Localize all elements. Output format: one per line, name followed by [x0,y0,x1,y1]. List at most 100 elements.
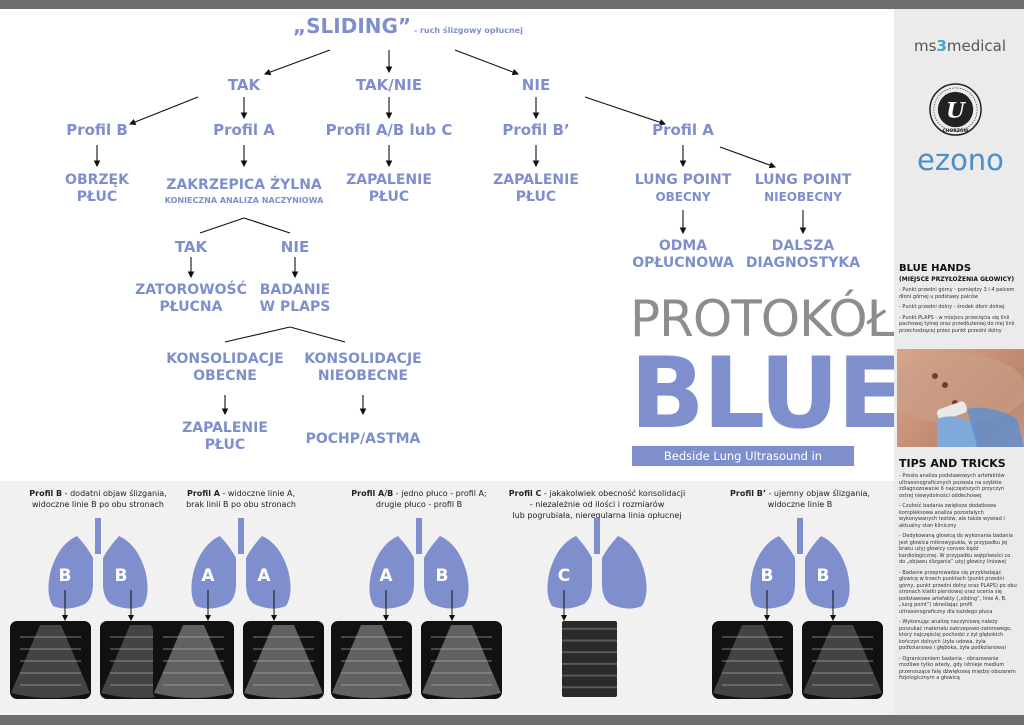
zakrzepica-subtext: KONIECZNA ANALIZA NACZYNIOWA [164,196,324,206]
line-1: ZAPALENIE [182,420,268,436]
profile-desc-line-2: brak linii B po obu stronach [186,499,296,509]
profile-desc-line-2: drugie płuco - profil B [375,499,463,509]
line-1: ODMA [658,238,708,254]
profile-desc-line-2: - niezależnie od ilości i rozmiarów [529,499,665,509]
profile-desc-line-1: - jedno płuco - profil A; [393,489,487,498]
ultrasound-image [243,621,324,699]
lung-letter-left: C [557,566,571,586]
trachea [238,518,244,554]
line-2: NIEOBECNE [317,368,409,385]
ultrasound-scan [154,625,233,698]
node-profil-b: Profil B [66,121,128,139]
photo-illustration [897,354,1024,447]
ultrasound-scan [422,625,501,698]
right-lung [103,532,148,609]
ultrasound-image [10,621,91,699]
ultrasound-scan [713,625,792,698]
list-item: - Czułość badania zwiększa dodatkowa kom… [899,503,1005,529]
line-2: OPŁUCNOWA [632,255,734,272]
ultrasound-scan [803,625,882,698]
profile-name: Profil A [186,489,220,498]
tips-list: - Prosta analiza podstawowych artefaktów… [899,473,1017,686]
line-1: LUNG POINT [754,172,852,188]
ultrasound-image [802,621,883,699]
list-item: - Prosta analiza podstawowych artefaktów… [899,473,1005,499]
school-seal-logo: U CHORZÓW [929,83,982,136]
blue-hands-subtitle: (MIEJSCE PRZYŁOŻENIA GŁOWICY) [899,276,1015,283]
profile-desc-line-1: - dodatni objaw ślizgania, [62,489,167,498]
ultrasound-image [712,621,793,699]
lungs-icon [369,518,469,609]
ultrasound-scan [244,625,323,698]
lungs-icon [191,518,291,609]
trachea [797,518,803,554]
line-2: PŁUC [204,437,246,454]
line-2: OBECNE [193,368,257,385]
decision-tree [0,9,894,481]
right-lung [602,532,647,609]
left-lung [547,532,592,609]
line-2: OBECNY [655,190,711,205]
line-1: ZAPALENIE [493,172,579,188]
sliding-label: „SLIDING” [293,14,412,38]
bottom-bar [0,715,1024,725]
node-profil-ab-c: Profil A/B lub C [325,121,453,139]
list-item: - Badanie przeprowadza się przykładając … [899,569,1017,615]
sliding-description: - ruch ślizgowy opłucnej [411,26,523,35]
arrow-head [271,615,277,621]
trachea [95,518,101,554]
profile-desc-line-1: - widoczne linie A, [219,489,295,498]
profile-name: Profil C [508,489,542,498]
arrow-head [830,615,836,621]
line-2: NIEOBECNY [764,190,842,205]
profile-description: Profil A/B - jedno płuco - profil A;drug… [351,489,486,511]
line-1: OBRZĘK [65,172,129,188]
line-1: KONSOLIDACJE [166,351,284,367]
blue-hands-title: BLUE HANDS [899,263,972,274]
profile-desc-line-1: - ujemny objaw ślizgania, [765,489,870,498]
list-item: - Punkt przedni górny - pomiędzy 3 i 4 p… [899,287,1015,300]
profile-description: Profil B - dodatni objaw ślizgania,widoc… [29,489,166,511]
list-item: - Punkt PLAPS - w miejscu przecięcia się… [899,314,1015,334]
seal-caption: CHORZÓW [943,127,969,134]
line-1: ZAKRZEPICA ŻYLNA [166,177,322,193]
line-1: ZATOROWOŚĆ [135,282,247,298]
right-lung [805,532,850,609]
line-2: DIAGNOSTYKA [745,255,861,272]
node-profil-a: Profil A [213,121,275,139]
logo-3-part: 3 [936,37,947,55]
title-blue: BLUE [630,337,904,451]
line-2: W PLAPS [259,299,331,316]
list-item: - Ograniczeniem badania - obrazowanie mo… [899,655,1016,682]
profile-desc-line-3: lub pogrubiała, nieregularna linia opłuc… [512,510,682,520]
profile-name: Profil A/B [351,489,394,498]
lung-letter-left: B [58,566,72,586]
line-2: PŁUC [515,189,557,206]
line-1: ZAPALENIE [346,172,432,188]
profile-desc-line-2: widoczne linie B po obu stronach [32,499,164,509]
profile-desc-line-2: widoczne linie B [767,499,833,509]
trachea [416,518,422,554]
lung-letter-left: A [379,566,393,586]
profile-arrows [764,590,836,621]
profile-name: Profil B’ [730,489,766,498]
ultrasound-image [421,621,502,699]
left-lung [48,532,93,609]
line-1: KONSOLIDACJE [304,351,422,367]
node-tak-nie: TAK/NIE [355,76,423,94]
left-lung [191,532,236,609]
profile-arrows [205,590,277,621]
node-nie-2: NIE [280,238,310,256]
left-lung [369,532,414,609]
blue-hands-list: - Punkt przedni górny - pomiędzy 3 i 4 p… [899,287,1017,338]
lungs-icon [547,518,647,609]
lung-letter-right: B [816,566,830,586]
profile-arrows [62,590,134,621]
